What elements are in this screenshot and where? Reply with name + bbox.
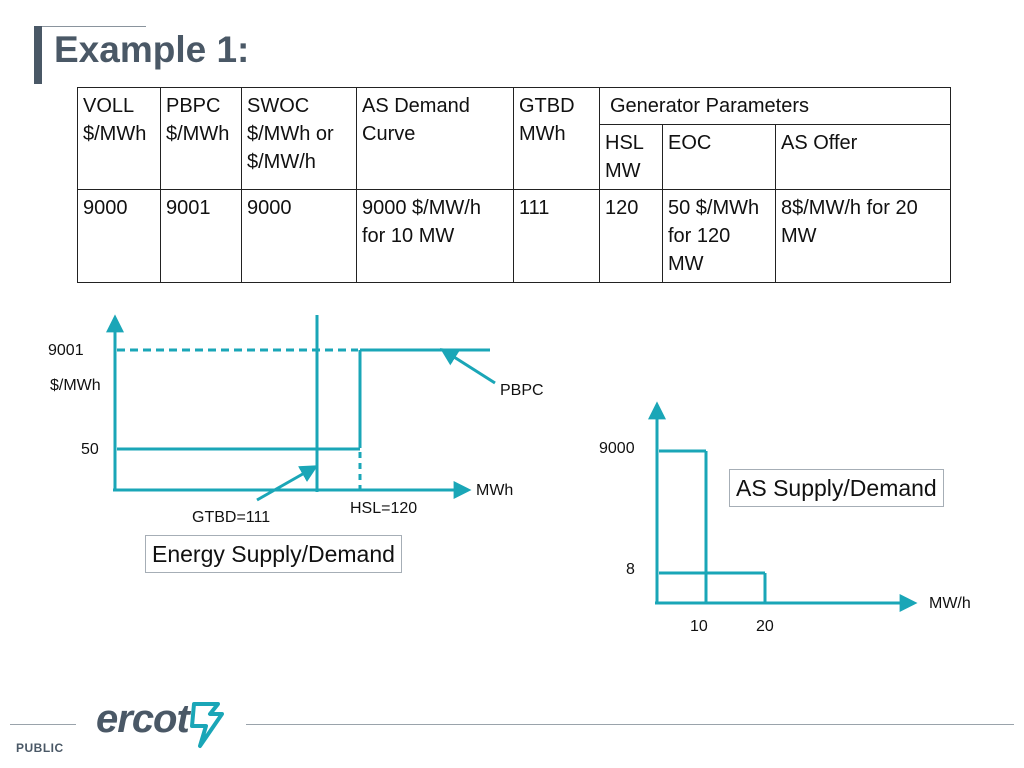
as-diagram-caption: AS Supply/Demand bbox=[729, 469, 944, 507]
ercot-star-icon bbox=[190, 702, 224, 748]
as-x-tick-20: 20 bbox=[756, 618, 774, 635]
energy-diagram-caption: Energy Supply/Demand bbox=[145, 535, 402, 573]
classification-label: PUBLIC bbox=[16, 741, 64, 755]
header-generator-parameters: Generator Parameters bbox=[598, 87, 952, 125]
pbpc-pointer-arrow bbox=[439, 348, 496, 385]
ercot-logo: ercot bbox=[96, 697, 190, 741]
gtbd-pointer-arrow bbox=[256, 465, 319, 502]
footer-rule-left bbox=[10, 724, 76, 725]
as-x-tick-10: 10 bbox=[690, 618, 708, 635]
pbpc-label: PBPC bbox=[500, 382, 544, 399]
as-y-value-top: 9000 bbox=[599, 440, 635, 457]
header-pbpc: PBPC$/MWh bbox=[160, 87, 242, 190]
table-row: VOLL$/MWh PBPC$/MWh SWOC$/MWh or$/MW/h A… bbox=[77, 87, 952, 190]
slide-title: Example 1: bbox=[54, 29, 250, 70]
cell-voll: 9000 bbox=[77, 188, 161, 284]
energy-y-value-top: 9001 bbox=[48, 342, 84, 359]
energy-y-value-low: 50 bbox=[81, 441, 99, 458]
as-y-value-low: 8 bbox=[626, 561, 635, 578]
footer-rule-right bbox=[246, 724, 1014, 725]
gtbd-label: GTBD=111 bbox=[192, 509, 271, 526]
title-accent-bar bbox=[34, 26, 42, 84]
title-rule bbox=[34, 26, 146, 27]
cell-pbpc: 9001 bbox=[160, 188, 242, 284]
cell-gtbd: 111 bbox=[513, 188, 600, 284]
parameters-table: VOLL$/MWh PBPC$/MWh SWOC$/MWh or$/MW/h A… bbox=[77, 87, 952, 284]
energy-y-unit: $/MWh bbox=[50, 377, 101, 394]
header-eoc: EOC bbox=[662, 124, 776, 190]
cell-hsl: 120 bbox=[599, 188, 663, 284]
energy-x-unit: MWh bbox=[476, 482, 514, 499]
cell-swoc: 9000 bbox=[241, 188, 357, 284]
as-x-unit: MW/h bbox=[929, 595, 971, 612]
hsl-label: HSL=120 bbox=[350, 500, 418, 517]
header-voll: VOLL$/MWh bbox=[77, 87, 161, 190]
header-swoc: SWOC$/MWh or$/MW/h bbox=[241, 87, 357, 190]
